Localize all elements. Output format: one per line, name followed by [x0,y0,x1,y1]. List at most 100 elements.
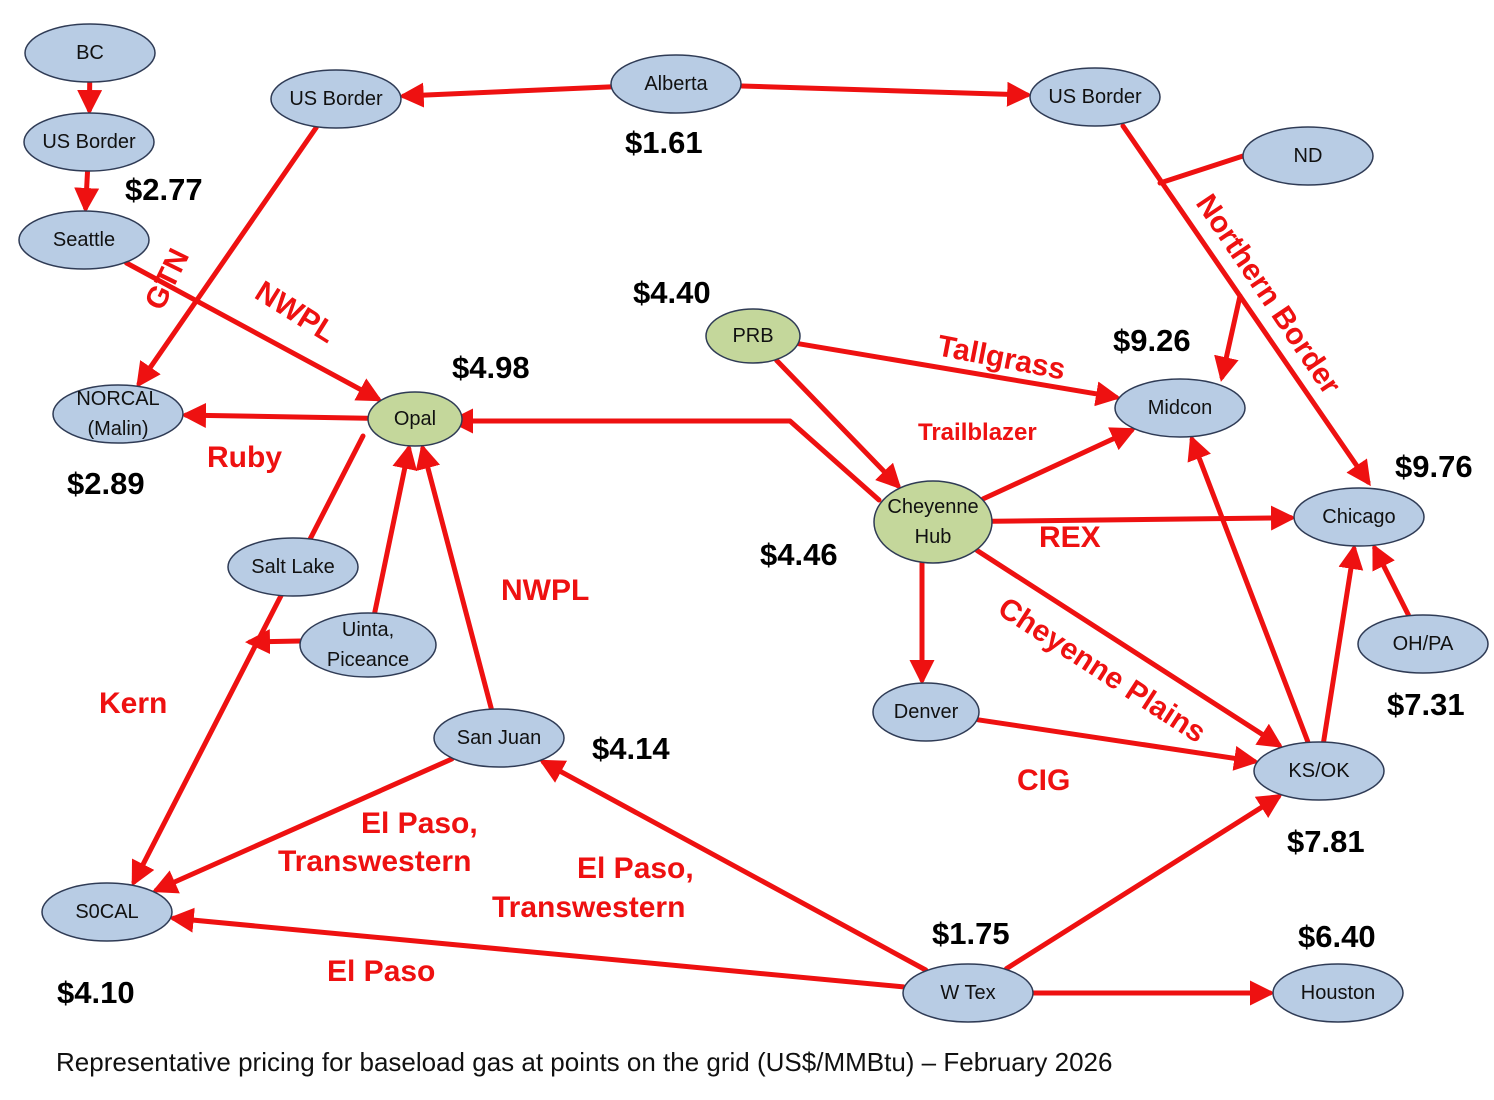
node-shape [1242,126,1374,186]
price-midcon: $9.26 [1113,323,1191,358]
node-shape [1114,378,1246,438]
flow-us-border-west-to-seattle [74,169,100,213]
node-shape [367,391,463,447]
node-label: US Border [1048,86,1142,108]
node-uinta: Uinta,Piceance [299,612,437,678]
node-shape [433,708,565,768]
price-labels: $1.61$2.77$4.40$4.98$9.26$2.89$9.76$4.46… [57,125,1473,1010]
flow-san-juan-to-opal [415,443,494,711]
node-shape [872,682,980,742]
node-label: BC [76,42,104,64]
flow-cheyenne-to-ksok [974,548,1284,748]
price-us-border-west: $2.77 [125,172,203,207]
node-label: (Malin) [87,418,148,440]
flow-cheyenne-to-chicago [990,505,1296,531]
flow-ohpa-to-chicago [1372,543,1411,618]
pipeline-label-ruby: Ruby [207,441,282,474]
price-cheyenne: $4.46 [760,537,838,572]
node-label: NORCAL [76,388,159,410]
node-bc: BC [24,23,156,83]
flow-cheyenne-to-opal [448,408,882,503]
node-us-border-west: US Border [23,112,155,172]
flow-san-juan-to-socal [151,756,455,894]
node-shape [23,112,155,172]
pipeline-label-el-paso-transwestern-2: Transwestern [492,891,685,924]
node-label: Salt Lake [251,556,334,578]
node-label: Chicago [1322,506,1395,528]
node-houston: Houston [1272,963,1404,1023]
node-shape [873,480,993,564]
pipeline-label-nwpl-south: NWPL [501,574,589,607]
pipeline-label-cig: CIG [1017,764,1070,797]
node-label: OH/PA [1393,633,1454,655]
flow-ksok-to-chicago [1321,543,1364,744]
pipeline-label-gtn: GTN [139,244,196,315]
node-label: Midcon [1148,397,1212,419]
node-label: US Border [42,131,136,153]
pipeline-label-el-paso-transwestern-1: Transwestern [278,845,471,878]
node-label: ND [1294,145,1323,167]
node-shape [299,612,437,678]
flow-alberta-to-us-border-north [398,82,613,108]
price-prb: $4.40 [633,275,711,310]
node-prb: PRB [705,308,801,364]
flow-prb-to-midcon [796,341,1121,407]
flow-us-border-north-to-norcal [136,125,319,388]
node-us-border-east: US Border [1029,67,1161,127]
pipeline-label-kern: Kern [99,687,167,720]
flow-opal-to-norcal [181,402,370,428]
node-shape [227,537,359,597]
pipeline-label-trailblazer: Trailblazer [918,419,1037,446]
node-label: KS/OK [1288,760,1350,782]
node-shape [18,210,150,270]
node-shape [1029,67,1161,127]
flow-alberta-to-us-border-east [739,81,1033,107]
node-label: Houston [1301,982,1376,1004]
node-label: Opal [394,408,436,430]
node-shape [52,384,184,444]
node-socal: S0CAL [41,882,173,942]
node-label: Uinta, [342,619,394,641]
price-alberta: $1.61 [625,125,703,160]
pipeline-flows [74,80,1411,1006]
node-shape [610,54,742,114]
flow-wtex-to-ksok [1004,794,1283,972]
node-ohpa: OH/PA [1357,614,1489,674]
node-shape [1293,487,1425,547]
node-label: Hub [915,526,952,548]
node-label: Denver [894,701,959,723]
node-label: Alberta [644,73,708,95]
node-seattle: Seattle [18,210,150,270]
price-houston: $6.40 [1298,919,1376,954]
node-shape [41,882,173,942]
node-shape [24,23,156,83]
node-opal: Opal [367,391,463,447]
pipeline-label-northern-border: Northern Border [1189,188,1347,400]
pipeline-label-el-paso-transwestern-2: El Paso, [577,852,694,885]
node-nd: ND [1242,126,1374,186]
node-wtex: W Tex [902,963,1034,1023]
node-shape [902,963,1034,1023]
node-chicago: Chicago [1293,487,1425,547]
flow-uinta-to-opal [372,443,417,615]
price-norcal: $2.89 [67,466,145,501]
node-label: W Tex [940,982,995,1004]
node-us-border-north: US Border [270,69,402,129]
node-shape [270,69,402,129]
pipeline-label-el-paso: El Paso [327,955,435,988]
node-label: San Juan [457,727,542,749]
price-socal: $4.10 [57,975,135,1010]
flow-cheyenne-to-midcon [980,427,1137,502]
node-shape [1253,741,1385,801]
price-wtex: $1.75 [932,916,1010,951]
node-label: PRB [732,325,773,347]
node-shape [1272,963,1404,1023]
node-alberta: Alberta [610,54,742,114]
flow-nd-to-northern-border [1157,153,1246,186]
node-label: Seattle [53,229,115,251]
flow-wtex-to-san-juan [539,759,929,973]
flow-prb-to-cheyenne [774,357,902,490]
